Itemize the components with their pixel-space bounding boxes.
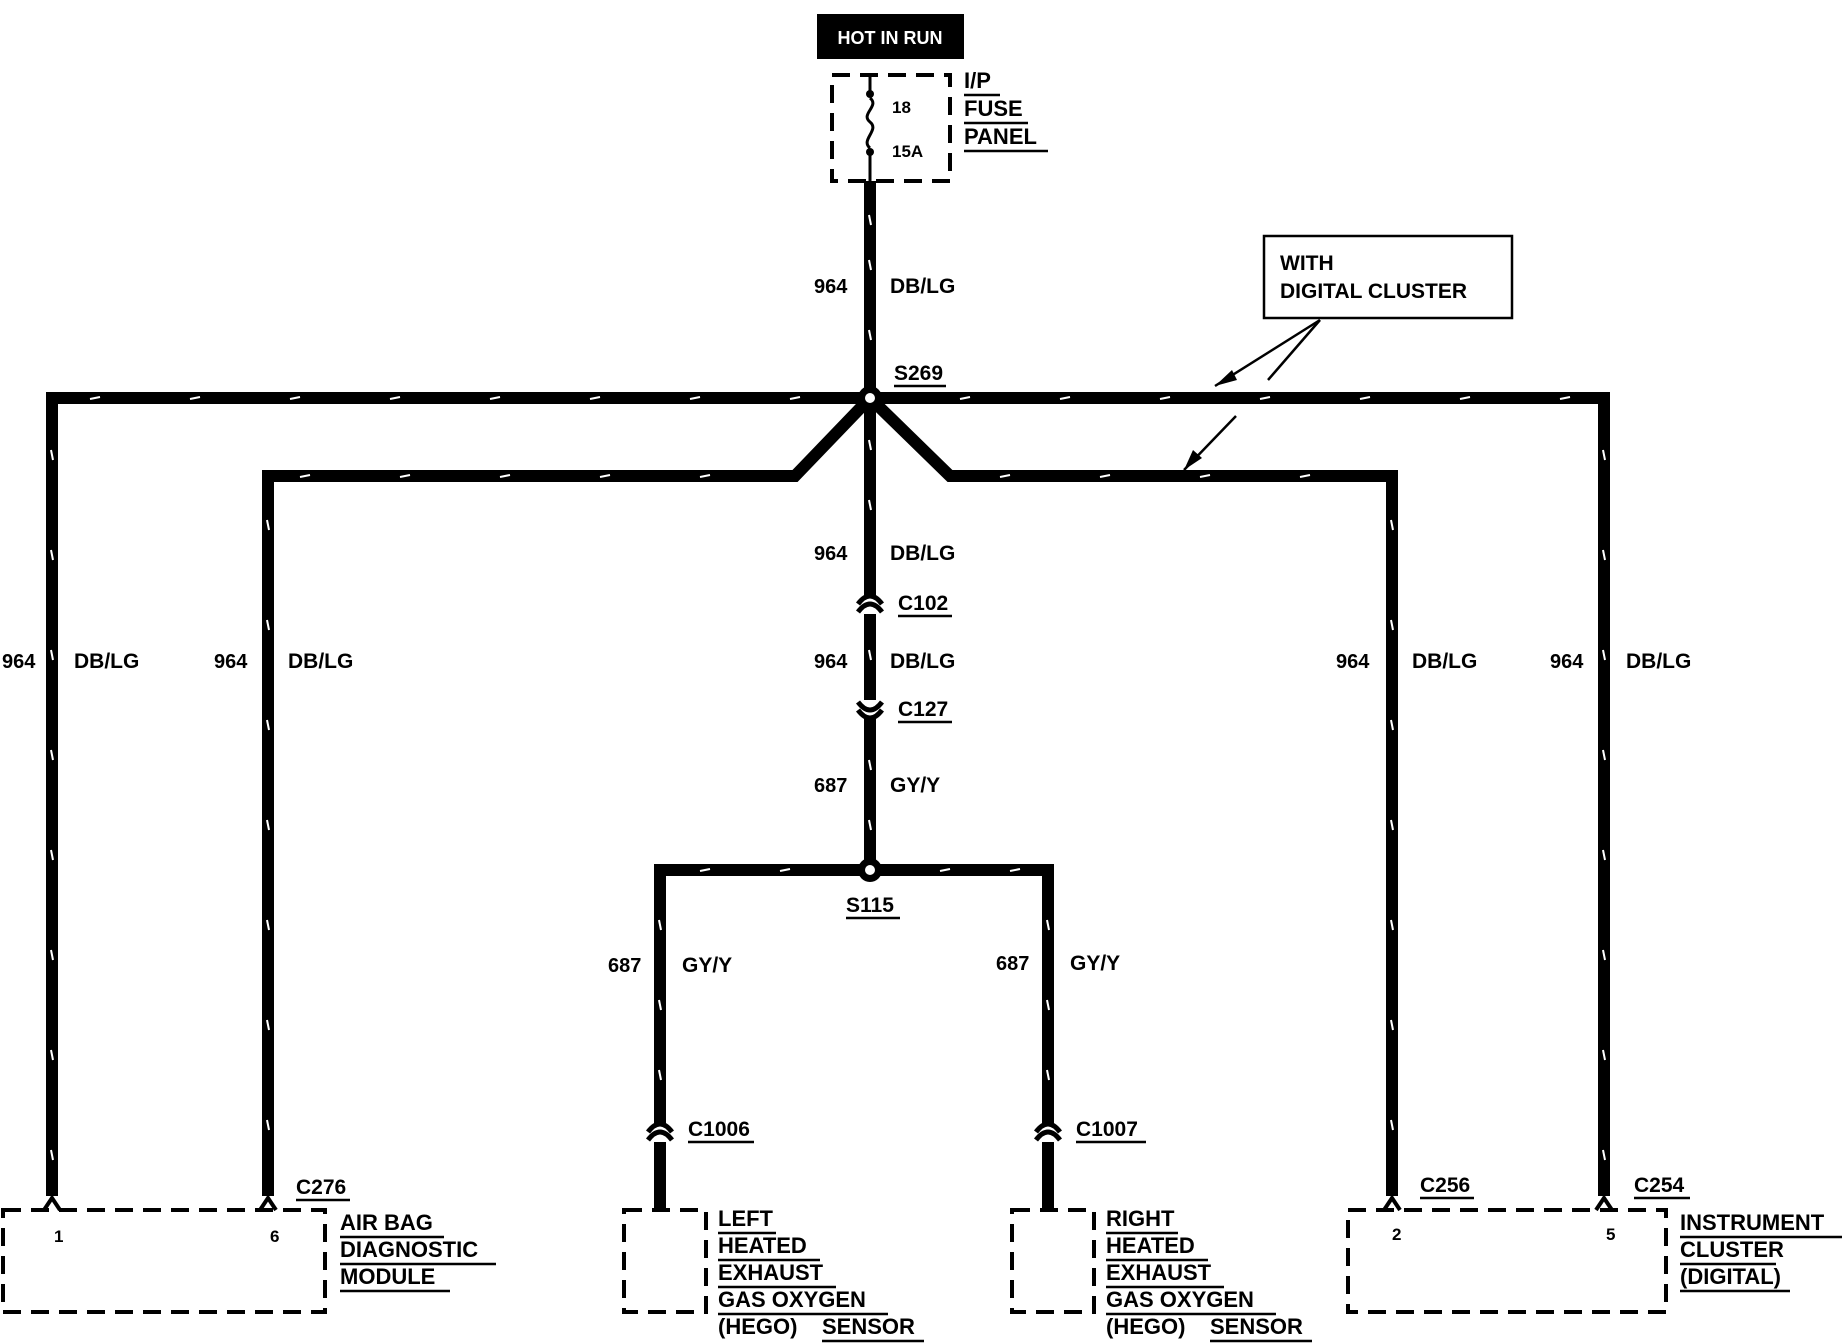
wire-code-right-outer: 964 — [1550, 651, 1584, 673]
right-hego-label-2: HEATED — [1106, 1233, 1195, 1258]
cluster-label-1: INSTRUMENT — [1680, 1210, 1825, 1235]
wire-s269-left-outer — [46, 392, 870, 1200]
wire-code-main-4: 687 — [814, 775, 847, 797]
wire-color-main-3: DB/LG — [890, 650, 955, 673]
wire-code-main-3: 964 — [814, 651, 848, 673]
airbag-pin-1: 1 — [54, 1227, 63, 1246]
connector-c254-label: C254 — [1634, 1174, 1685, 1197]
note-arrows — [1183, 318, 1321, 471]
wire-color-left-hego: GY/Y — [682, 954, 732, 977]
wire-color-main-2: DB/LG — [890, 542, 955, 565]
splice-s269-label: S269 — [894, 362, 943, 385]
splice-s115-center — [865, 865, 875, 875]
wire-code-main-1: 964 — [814, 276, 848, 298]
note-box — [1262, 234, 1514, 320]
note-line-2: DIGITAL CLUSTER — [1280, 280, 1467, 303]
wire-s115-left — [654, 864, 870, 1128]
connector-c256-label: C256 — [1420, 1174, 1470, 1197]
cluster-pin-5: 5 — [1606, 1225, 1615, 1244]
wire-code-left-hego: 687 — [608, 955, 641, 977]
hot-in-run-box — [817, 14, 964, 59]
connector-c102-label: C102 — [898, 592, 948, 615]
left-hego-label-5b: SENSOR — [822, 1314, 915, 1339]
wire-color-left-inner: DB/LG — [288, 650, 353, 673]
wire-code-right-hego: 687 — [996, 953, 1029, 975]
wire-color-right-outer: DB/LG — [1626, 650, 1691, 673]
wire-stripe-ticks — [50, 214, 1606, 1161]
wire-code-right-inner: 964 — [1336, 651, 1370, 673]
airbag-label-3: MODULE — [340, 1264, 435, 1289]
wire-color-main-1: DB/LG — [890, 275, 955, 298]
right-hego-label-3: EXHAUST — [1106, 1260, 1212, 1285]
wire-color-main-4: GY/Y — [890, 774, 940, 797]
wire-color-right-inner: DB/LG — [1412, 650, 1477, 673]
wire-s115-right — [870, 864, 1054, 1128]
left-hego-label-1: LEFT — [718, 1206, 774, 1231]
fuse-panel-label-2: FUSE — [964, 96, 1023, 121]
connector-c1007-symbol — [1034, 1121, 1062, 1142]
wire-s269-right-outer — [870, 392, 1610, 1200]
fuse-panel-box — [830, 73, 952, 183]
fuse-rating: 15A — [892, 142, 923, 161]
wire-code-left-outer: 964 — [2, 651, 36, 673]
right-hego-label-1: RIGHT — [1106, 1206, 1175, 1231]
cluster-pin-2: 2 — [1392, 1225, 1401, 1244]
cluster-label-2: CLUSTER — [1680, 1237, 1784, 1262]
left-hego-label-4: GAS OXYGEN — [718, 1287, 866, 1312]
instrument-cluster-box — [1346, 1208, 1668, 1314]
wire-group — [46, 181, 1610, 1210]
wire-color-right-hego: GY/Y — [1070, 952, 1120, 975]
note-line-1: WITH — [1280, 252, 1334, 275]
fuse-terminal-bottom — [866, 148, 874, 156]
right-hego-box — [1010, 1208, 1096, 1314]
fuse-number: 18 — [892, 98, 911, 117]
right-hego-label-5a: (HEGO) — [1106, 1314, 1185, 1339]
pin-connector-marks — [42, 1194, 1614, 1212]
fuse-terminal-top — [866, 90, 874, 98]
right-hego-label-5b: SENSOR — [1210, 1314, 1303, 1339]
connector-c102-symbol — [856, 593, 884, 614]
fuse-panel-label-3: PANEL — [964, 124, 1037, 149]
airbag-label-1: AIR BAG — [340, 1210, 433, 1235]
right-hego-label-4: GAS OXYGEN — [1106, 1287, 1254, 1312]
splice-s269-center — [865, 393, 875, 403]
connector-c127-label: C127 — [898, 698, 948, 721]
wire-code-main-2: 964 — [814, 543, 848, 565]
fuse-icon — [865, 96, 875, 150]
wire-color-left-outer: DB/LG — [74, 650, 139, 673]
wire-s269-right-inner — [865, 393, 1398, 1200]
left-hego-label-2: HEATED — [718, 1233, 807, 1258]
wire-code-left-inner: 964 — [214, 651, 248, 673]
left-hego-label-3: EXHAUST — [718, 1260, 824, 1285]
connector-c276-label: C276 — [296, 1176, 346, 1199]
connector-c1006-symbol — [646, 1121, 674, 1142]
cluster-label-3: (DIGITAL) — [1680, 1264, 1781, 1289]
airbag-module-box — [1, 1208, 327, 1314]
hot-in-run-label: HOT IN RUN — [838, 28, 943, 48]
fuse-panel-label-1: I/P — [964, 68, 991, 93]
connector-c1007-label: C1007 — [1076, 1118, 1138, 1141]
airbag-label-2: DIAGNOSTIC — [340, 1237, 478, 1262]
left-hego-box — [622, 1208, 708, 1314]
wire-labels: 964 DB/LG 964 DB/LG 964 DB/LG 687 GY/Y 9… — [2, 275, 1691, 977]
airbag-pin-6: 6 — [270, 1227, 279, 1246]
connector-c127-symbol — [856, 700, 884, 721]
left-hego-label-5a: (HEGO) — [718, 1314, 797, 1339]
connector-c1006-label: C1006 — [688, 1118, 750, 1141]
splice-s115-label: S115 — [846, 894, 894, 917]
wire-s269-left-inner — [262, 393, 875, 1200]
